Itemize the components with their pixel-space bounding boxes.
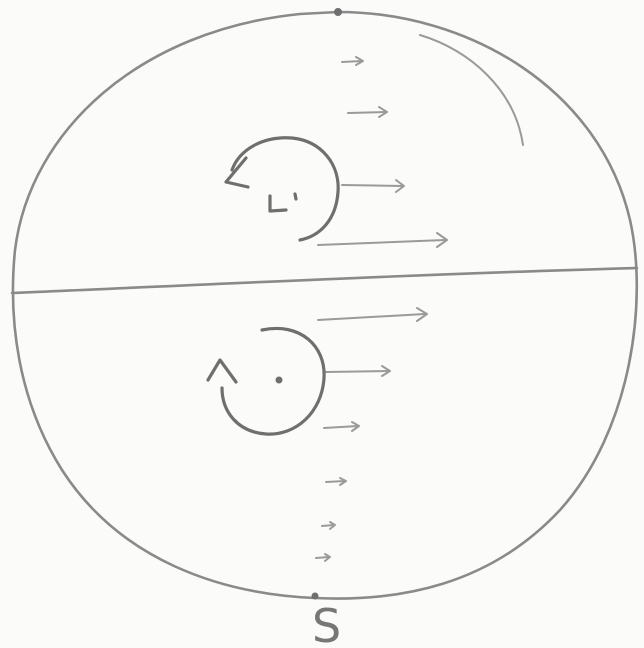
rotation-center-dot xyxy=(276,377,283,384)
velocity-arrow xyxy=(318,233,447,247)
velocity-arrow xyxy=(324,422,359,431)
velocity-arrow xyxy=(318,308,427,321)
north-rotation-arrow-icon xyxy=(226,138,338,240)
south-pole-label: S xyxy=(312,599,341,648)
velocity-arrow xyxy=(342,57,363,65)
south-velocity-arrows xyxy=(316,308,427,561)
top-right-extra-stroke xyxy=(420,35,523,145)
velocity-arrow xyxy=(322,522,335,529)
velocity-arrow xyxy=(326,478,346,485)
north-pole-dot xyxy=(334,8,342,16)
velocity-arrow xyxy=(326,366,390,376)
velocity-arrow xyxy=(342,180,404,192)
equator-line xyxy=(12,268,637,293)
velocity-arrow xyxy=(348,107,387,117)
north-velocity-arrows xyxy=(318,57,447,247)
south-rotation-arrow-icon xyxy=(208,328,324,434)
sphere-outline xyxy=(13,12,637,599)
velocity-arrow xyxy=(316,554,330,561)
